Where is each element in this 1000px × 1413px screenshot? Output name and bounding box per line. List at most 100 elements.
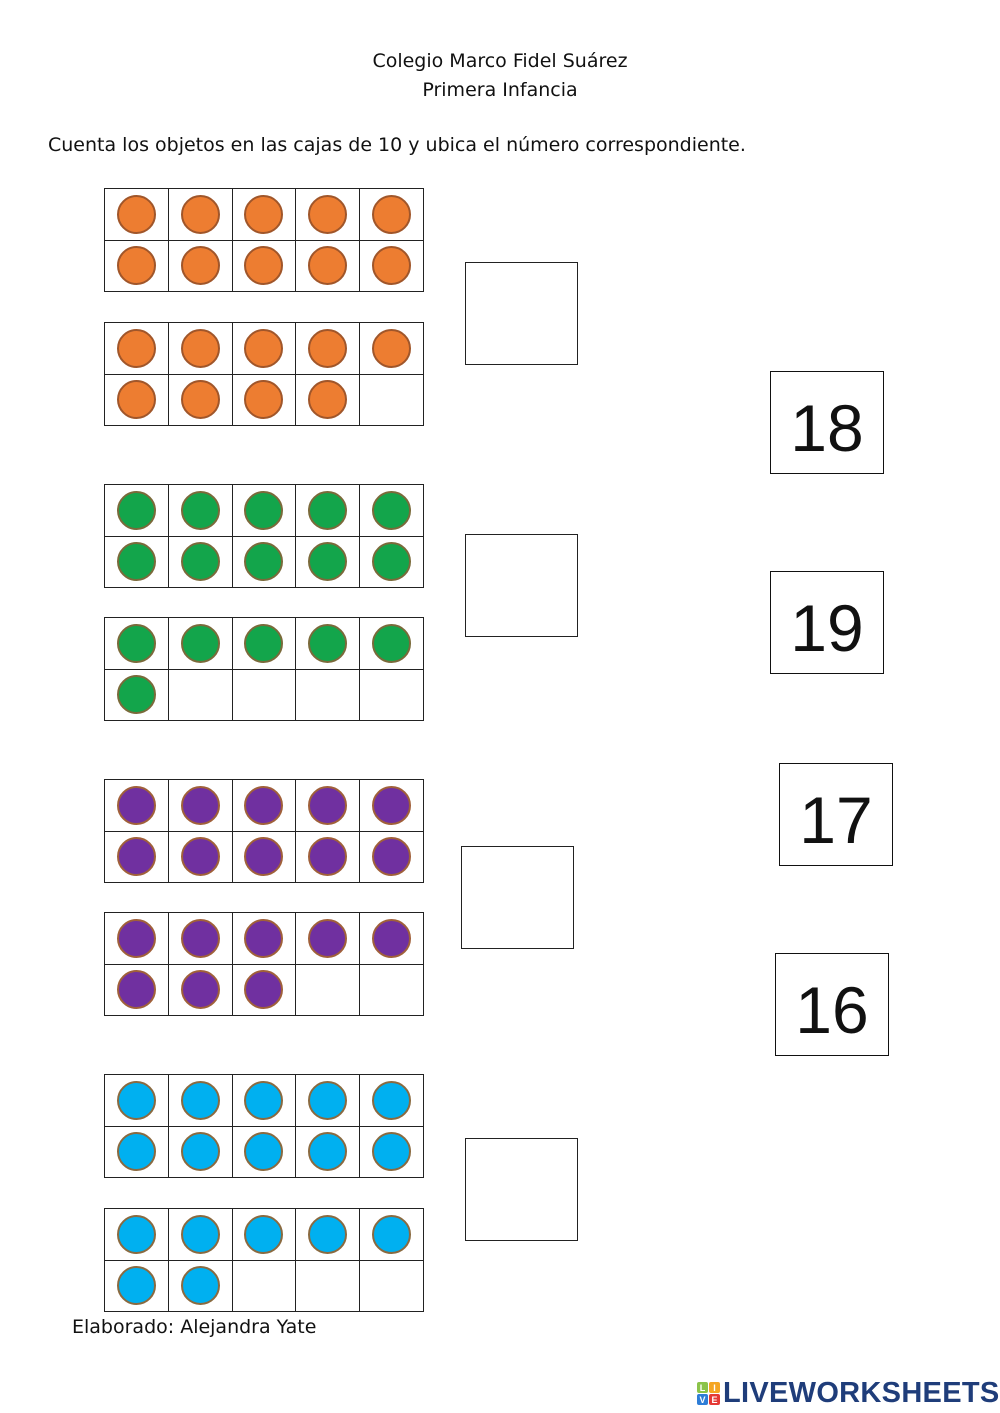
frame-cell <box>360 780 424 832</box>
frame-cell <box>232 485 297 537</box>
frame-cell <box>105 669 169 721</box>
counter-dot-icon <box>180 246 220 286</box>
counter-dot-icon <box>372 837 412 877</box>
frame-cell <box>296 913 361 965</box>
counter-dot-icon <box>244 837 284 877</box>
counter-dot-icon <box>244 194 284 234</box>
frame-cell <box>296 189 361 241</box>
author-credit: Elaborado: Alejandra Yate <box>72 1316 317 1338</box>
frame-cell <box>232 1260 297 1312</box>
ten-frame-blue-1 <box>104 1074 424 1178</box>
frame-cell <box>232 374 297 426</box>
frame-cell <box>296 1209 361 1261</box>
frame-cell <box>168 485 233 537</box>
frame-cell <box>360 536 424 588</box>
counter-dot-icon <box>308 918 348 958</box>
ten-frame-purple-1 <box>104 779 424 883</box>
frame-cell <box>105 1075 169 1127</box>
ten-frame-orange-2 <box>104 322 424 426</box>
counter-dot-icon <box>372 1214 412 1254</box>
number-card-16[interactable]: 16 <box>775 953 889 1056</box>
frame-cell <box>296 618 361 670</box>
counter-dot-icon <box>116 1214 156 1254</box>
counter-dot-icon <box>116 918 156 958</box>
number-card-19[interactable]: 19 <box>770 571 884 674</box>
frame-cell <box>360 374 424 426</box>
counter-dot-icon <box>244 1214 284 1254</box>
counter-dot-icon <box>116 837 156 877</box>
counter-dot-icon <box>308 1132 348 1172</box>
frame-cell <box>168 323 233 375</box>
frame-cell <box>105 618 169 670</box>
brand-name: LIVEWORKSHEETS <box>723 1377 1000 1409</box>
frame-cell <box>168 964 233 1016</box>
counter-dot-icon <box>372 194 412 234</box>
number-card-17[interactable]: 17 <box>779 763 893 866</box>
counter-dot-icon <box>180 1214 220 1254</box>
counter-dot-icon <box>116 380 156 420</box>
ten-frame-purple-2 <box>104 912 424 1016</box>
level-name: Primera Infancia <box>422 79 578 101</box>
frame-cell <box>232 964 297 1016</box>
logo-letter: V <box>697 1394 708 1405</box>
frame-cell <box>105 913 169 965</box>
frame-cell <box>360 831 424 883</box>
frame-cell <box>360 1209 424 1261</box>
ten-frame-green-2 <box>104 617 424 721</box>
frame-cell <box>232 323 297 375</box>
number-card-18[interactable]: 18 <box>770 371 884 474</box>
counter-dot-icon <box>244 380 284 420</box>
ten-frame-blue-2 <box>104 1208 424 1312</box>
frame-cell <box>360 323 424 375</box>
instructions: Cuenta los objetos en las cajas de 10 y … <box>48 134 746 156</box>
counter-dot-icon <box>244 328 284 368</box>
frame-cell <box>168 780 233 832</box>
counter-dot-icon <box>308 1214 348 1254</box>
frame-cell <box>232 831 297 883</box>
answer-box-blue[interactable] <box>465 1138 578 1241</box>
frame-cell <box>105 485 169 537</box>
counter-dot-icon <box>180 328 220 368</box>
counter-dot-icon <box>308 623 348 663</box>
frame-cell <box>296 1126 361 1178</box>
frame-cell <box>105 374 169 426</box>
answer-box-orange[interactable] <box>465 262 578 365</box>
frame-cell <box>296 1260 361 1312</box>
frame-cell <box>296 669 361 721</box>
counter-dot-icon <box>244 1080 284 1120</box>
frame-cell <box>105 831 169 883</box>
counter-dot-icon <box>180 623 220 663</box>
answer-box-purple[interactable] <box>461 846 574 949</box>
frame-cell <box>168 536 233 588</box>
frame-cell <box>168 189 233 241</box>
counter-dot-icon <box>372 1080 412 1120</box>
counter-dot-icon <box>116 246 156 286</box>
frame-cell <box>296 1075 361 1127</box>
counter-dot-icon <box>308 194 348 234</box>
live-blocks-icon: L I V E <box>697 1382 720 1405</box>
frame-cell <box>360 1075 424 1127</box>
frame-cell <box>232 618 297 670</box>
frame-cell <box>296 374 361 426</box>
counter-dot-icon <box>116 675 156 715</box>
frame-cell <box>232 913 297 965</box>
frame-cell <box>168 1126 233 1178</box>
answer-box-green[interactable] <box>465 534 578 637</box>
counter-dot-icon <box>372 918 412 958</box>
frame-cell <box>105 780 169 832</box>
frame-cell <box>168 1209 233 1261</box>
counter-dot-icon <box>308 542 348 582</box>
counter-dot-icon <box>244 542 284 582</box>
counter-dot-icon <box>180 1266 220 1306</box>
counter-dot-icon <box>180 970 220 1010</box>
frame-cell <box>360 669 424 721</box>
frame-cell <box>296 240 361 292</box>
counter-dot-icon <box>308 246 348 286</box>
counter-dot-icon <box>244 1132 284 1172</box>
counter-dot-icon <box>180 194 220 234</box>
ten-frame-orange-1 <box>104 188 424 292</box>
frame-cell <box>360 913 424 965</box>
logo-letter: I <box>709 1382 720 1393</box>
counter-dot-icon <box>308 785 348 825</box>
frame-cell <box>296 485 361 537</box>
